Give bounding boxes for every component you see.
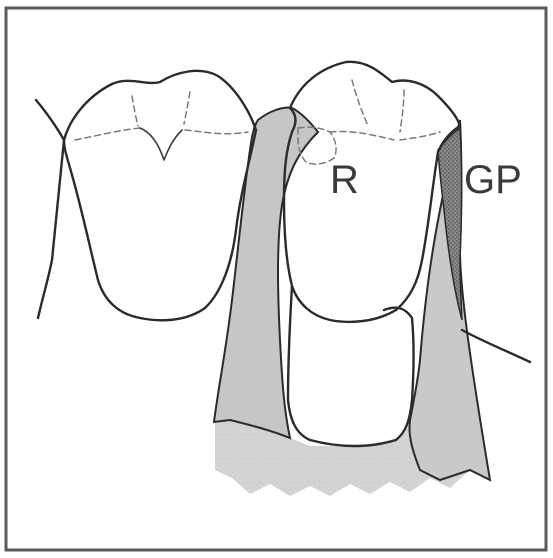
label-restoration: R xyxy=(330,158,359,202)
label-gum-preparation: GP xyxy=(464,158,522,202)
